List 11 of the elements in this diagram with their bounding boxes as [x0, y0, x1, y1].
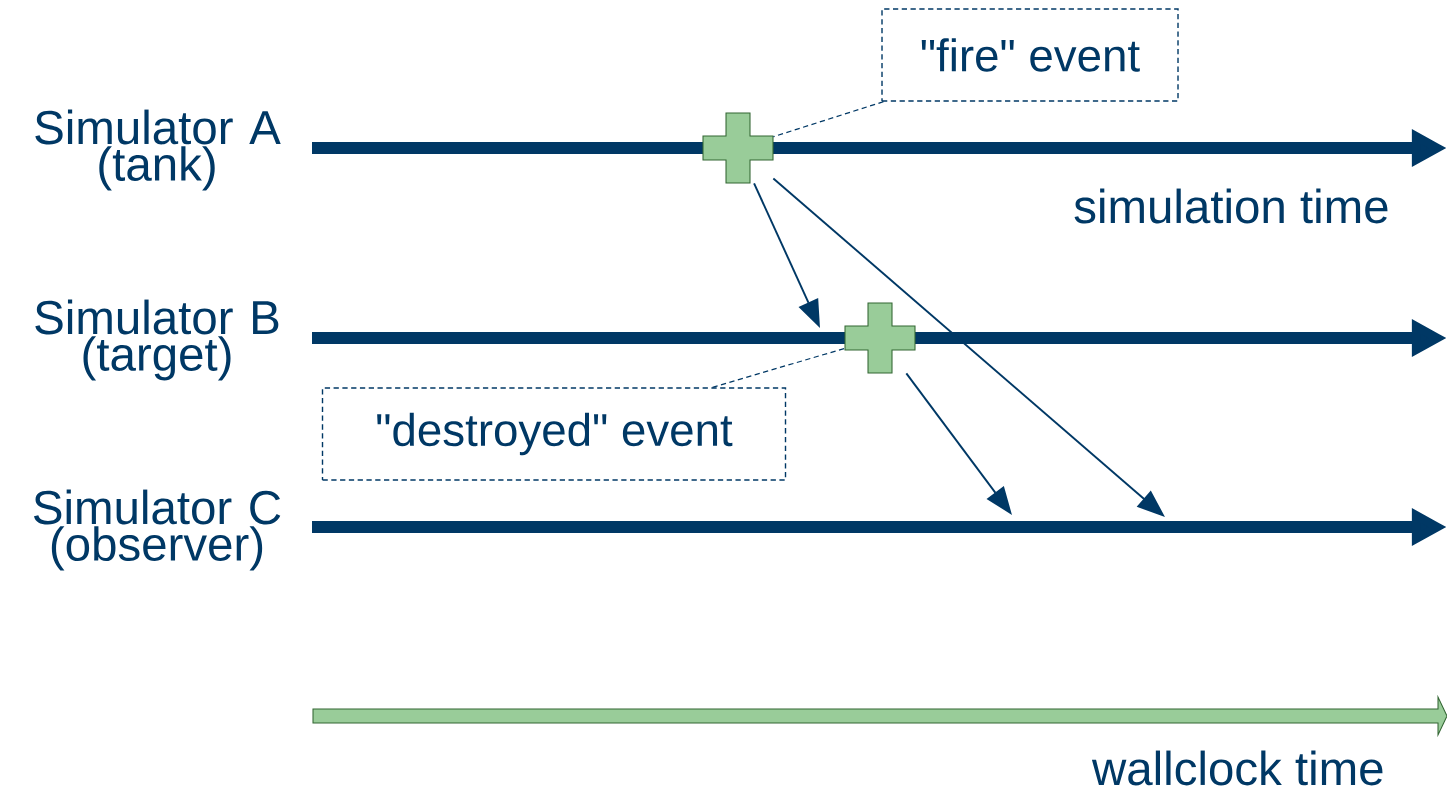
axis-label: Simulator B (target) [35, 299, 279, 381]
axis-label: Simulator A (tank) [35, 109, 281, 191]
leader-line [711, 347, 846, 388]
event-cross [702, 112, 774, 184]
axis-label: Simulator C (observer) [34, 489, 281, 571]
event-label-box: "destroyed" event [321, 387, 787, 481]
axis-label: simulation time [1074, 188, 1388, 224]
leader-line [772, 101, 885, 138]
axis-label: wallclock time [1091, 750, 1383, 786]
event-cross [844, 302, 916, 374]
event-label-box: "fire" event [881, 8, 1179, 102]
